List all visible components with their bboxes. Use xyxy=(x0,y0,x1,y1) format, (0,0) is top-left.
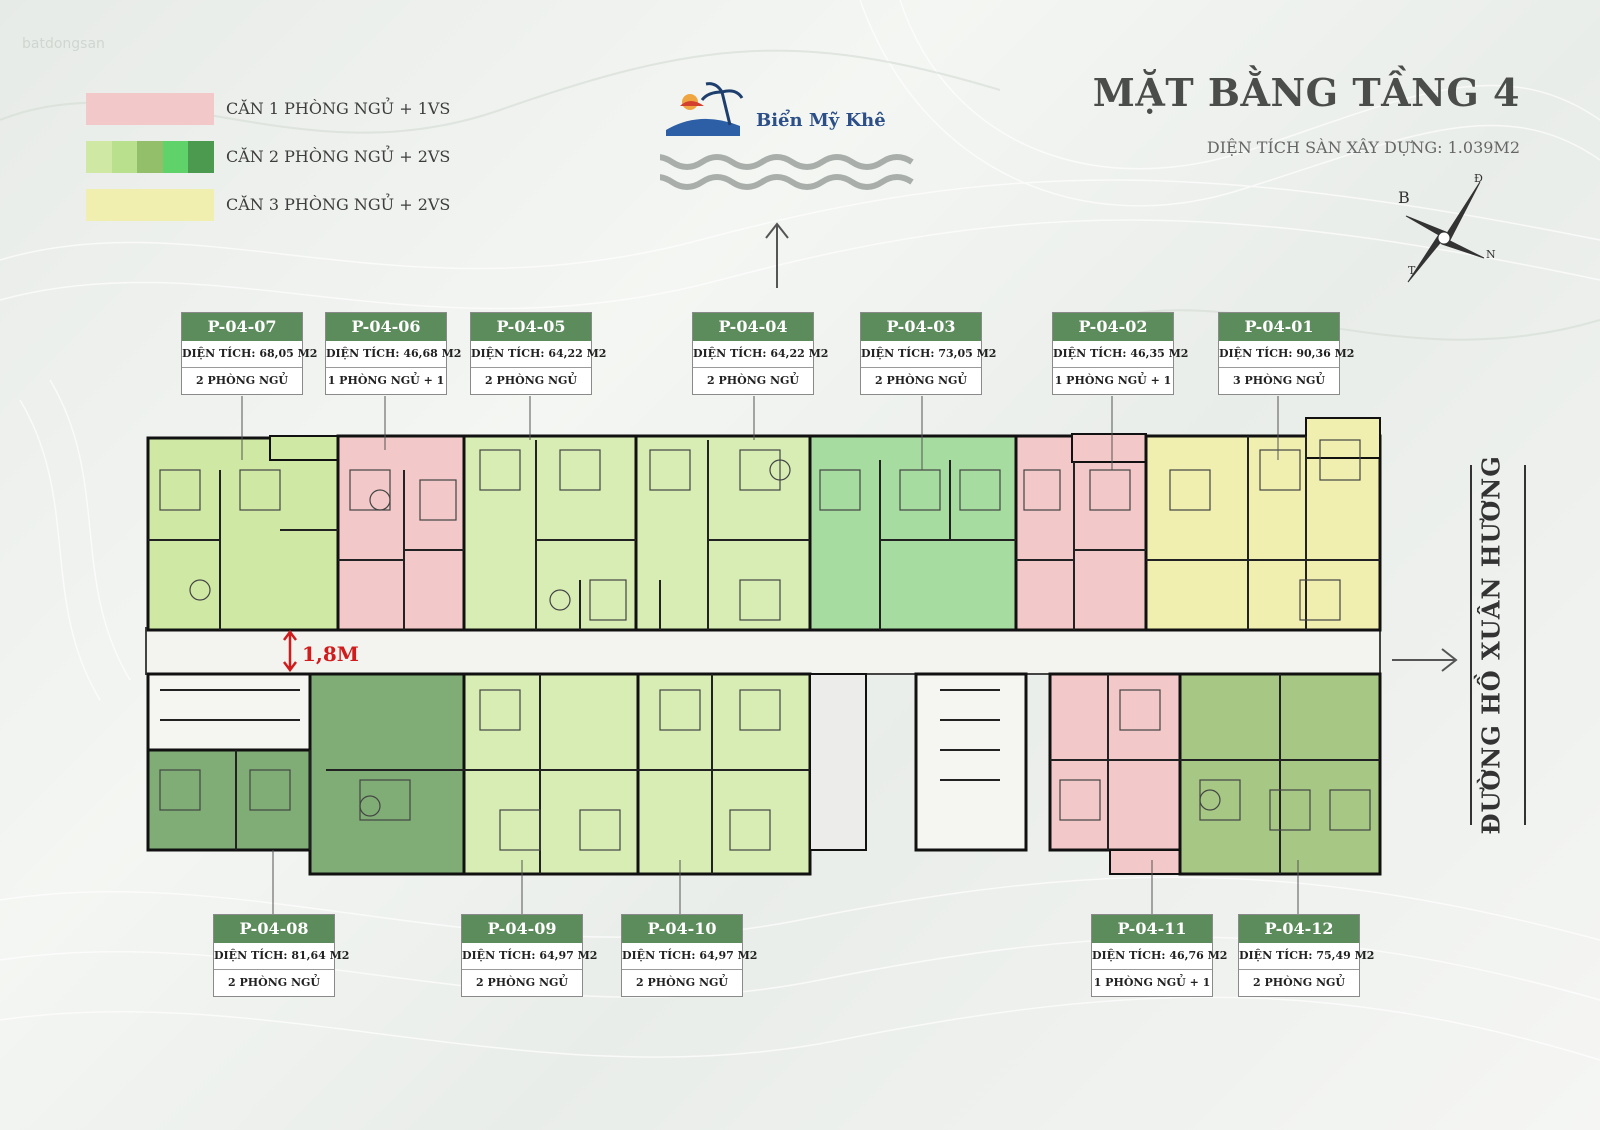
unit-area: DIỆN TÍCH: 46,76 M2 xyxy=(1092,943,1227,970)
compass-east: Đ xyxy=(1474,172,1483,185)
unit-rooms: 2 PHÒNG NGỦ xyxy=(475,976,569,989)
unit-p-04-06[interactable] xyxy=(336,434,466,632)
unit-rooms: 3 PHÒNG NGỦ xyxy=(1232,374,1326,387)
unit-code: P-04-07 xyxy=(182,313,302,341)
unit-p-04-03[interactable] xyxy=(808,434,1018,632)
legend-swatch-1br xyxy=(86,93,214,125)
legend-swatch-2br xyxy=(86,141,214,173)
unit-area: DIỆN TÍCH: 81,64 M2 xyxy=(214,943,349,970)
compass-north: N xyxy=(1486,248,1496,261)
unit-area: DIỆN TÍCH: 64,22 M2 xyxy=(471,341,606,368)
unit-code: P-04-06 xyxy=(326,313,446,341)
unit-area: DIỆN TÍCH: 64,97 M2 xyxy=(462,943,597,970)
compass-rose-icon xyxy=(1405,181,1485,283)
unit-card: P-04-12 DIỆN TÍCH: 75,49 M2 2 PHÒNG NGỦ xyxy=(1238,914,1374,997)
unit-area: DIỆN TÍCH: 64,22 M2 xyxy=(693,341,828,368)
elevator-core xyxy=(809,673,867,851)
unit-area: DIỆN TÍCH: 75,49 M2 xyxy=(1239,943,1374,970)
page-subtitle: DIỆN TÍCH SÀN XÂY DỰNG: 1.039M2 xyxy=(1206,138,1520,157)
unit-code: P-04-05 xyxy=(471,313,591,341)
unit-p-04-07[interactable] xyxy=(146,436,340,632)
legend-row-3br: CĂN 3 PHÒNG NGỦ + 2VS xyxy=(86,189,506,221)
unit-area: DIỆN TÍCH: 68,05 M2 xyxy=(182,341,317,368)
stair-core-right xyxy=(914,672,1028,852)
unit-code: P-04-09 xyxy=(462,915,582,943)
unit-card: P-04-07 DIỆN TÍCH: 68,05 M2 2 PHÒNG NGỦ xyxy=(181,312,317,395)
unit-code: P-04-11 xyxy=(1092,915,1212,943)
unit-p-04-02[interactable] xyxy=(1014,434,1148,632)
unit-rooms: 2 PHÒNG NGỦ xyxy=(706,374,800,387)
unit-card: P-04-08 DIỆN TÍCH: 81,64 M2 2 PHÒNG NGỦ xyxy=(213,914,349,997)
unit-rooms: 1 PHÒNG NGỦ + 1 xyxy=(1093,976,1211,989)
unit-code: P-04-02 xyxy=(1053,313,1173,341)
unit-rooms: 2 PHÒNG NGỦ xyxy=(195,374,289,387)
road-line-left xyxy=(1470,465,1472,825)
unit-card: P-04-06 DIỆN TÍCH: 46,68 M2 1 PHÒNG NGỦ … xyxy=(325,312,461,395)
unit-card: P-04-10 DIỆN TÍCH: 64,97 M2 2 PHÒNG NGỦ xyxy=(621,914,757,997)
unit-code: P-04-03 xyxy=(861,313,981,341)
page-title: MẶT BẰNG TẦNG 4 xyxy=(1092,70,1520,115)
unit-rooms: 2 PHÒNG NGỦ xyxy=(484,374,578,387)
brand-name: Biển Mỹ Khê xyxy=(756,110,886,131)
arrow-right-icon xyxy=(1392,648,1458,672)
unit-area: DIỆN TÍCH: 46,68 M2 xyxy=(326,341,461,368)
legend-row-1br: CĂN 1 PHÒNG NGỦ + 1VS xyxy=(86,93,506,125)
unit-code: P-04-08 xyxy=(214,915,334,943)
unit-code: P-04-01 xyxy=(1219,313,1339,341)
legend-label-3br: CĂN 3 PHÒNG NGỦ + 2VS xyxy=(226,195,451,214)
unit-card: P-04-05 DIỆN TÍCH: 64,22 M2 2 PHÒNG NGỦ xyxy=(470,312,606,395)
unit-area: DIỆN TÍCH: 90,36 M2 xyxy=(1219,341,1354,368)
unit-rooms: 2 PHÒNG NGỦ xyxy=(1252,976,1346,989)
brand-logo: Biển Mỹ Khê xyxy=(640,80,920,200)
unit-card: P-04-02 DIỆN TÍCH: 46,35 M2 1 PHÒNG NGỦ … xyxy=(1052,312,1188,395)
unit-area: DIỆN TÍCH: 73,05 M2 xyxy=(861,341,996,368)
compass-south: T xyxy=(1408,264,1416,277)
unit-p-04-10[interactable] xyxy=(636,672,812,876)
unit-area: DIỆN TÍCH: 64,97 M2 xyxy=(622,943,757,970)
unit-p-04-01[interactable] xyxy=(1144,434,1382,632)
unit-rooms: 2 PHÒNG NGỦ xyxy=(227,976,321,989)
corridor-width-label: 1,8M xyxy=(302,642,359,666)
unit-rooms: 1 PHÒNG NGỦ + 1 xyxy=(327,374,445,387)
unit-card: P-04-03 DIỆN TÍCH: 73,05 M2 2 PHÒNG NGỦ xyxy=(860,312,996,395)
unit-p-04-09[interactable] xyxy=(462,672,640,876)
compass-west: B xyxy=(1398,188,1410,207)
legend-swatch-3br xyxy=(86,189,214,221)
beach-logo-icon xyxy=(640,82,914,190)
legend-row-2br: CĂN 2 PHÒNG NGỦ + 2VS xyxy=(86,141,506,173)
stair-core-left xyxy=(146,672,312,752)
road-line-right xyxy=(1524,465,1526,825)
compass: B Đ N T xyxy=(1398,172,1530,288)
unit-code: P-04-04 xyxy=(693,313,813,341)
unit-card: P-04-04 DIỆN TÍCH: 64,22 M2 2 PHÒNG NGỦ xyxy=(692,312,828,395)
unit-card: P-04-11 DIỆN TÍCH: 46,76 M2 1 PHÒNG NGỦ … xyxy=(1091,914,1227,997)
unit-area: DIỆN TÍCH: 46,35 M2 xyxy=(1053,341,1188,368)
unit-card: P-04-09 DIỆN TÍCH: 64,97 M2 2 PHÒNG NGỦ xyxy=(461,914,597,997)
legend-label-1br: CĂN 1 PHÒNG NGỦ + 1VS xyxy=(226,99,451,118)
unit-card: P-04-01 DIỆN TÍCH: 90,36 M2 3 PHÒNG NGỦ xyxy=(1218,312,1354,395)
unit-rooms: 2 PHÒNG NGỦ xyxy=(635,976,729,989)
unit-p-04-04[interactable] xyxy=(634,434,812,632)
unit-rooms: 1 PHÒNG NGỦ + 1 xyxy=(1054,374,1172,387)
unit-rooms: 2 PHÒNG NGỦ xyxy=(874,374,968,387)
watermark: batdongsan xyxy=(22,36,105,52)
arrow-up-icon xyxy=(765,222,789,288)
unit-p-04-11[interactable] xyxy=(1048,672,1182,852)
legend-label-2br: CĂN 2 PHÒNG NGỦ + 2VS xyxy=(226,147,451,166)
unit-code: P-04-10 xyxy=(622,915,742,943)
unit-code: P-04-12 xyxy=(1239,915,1359,943)
